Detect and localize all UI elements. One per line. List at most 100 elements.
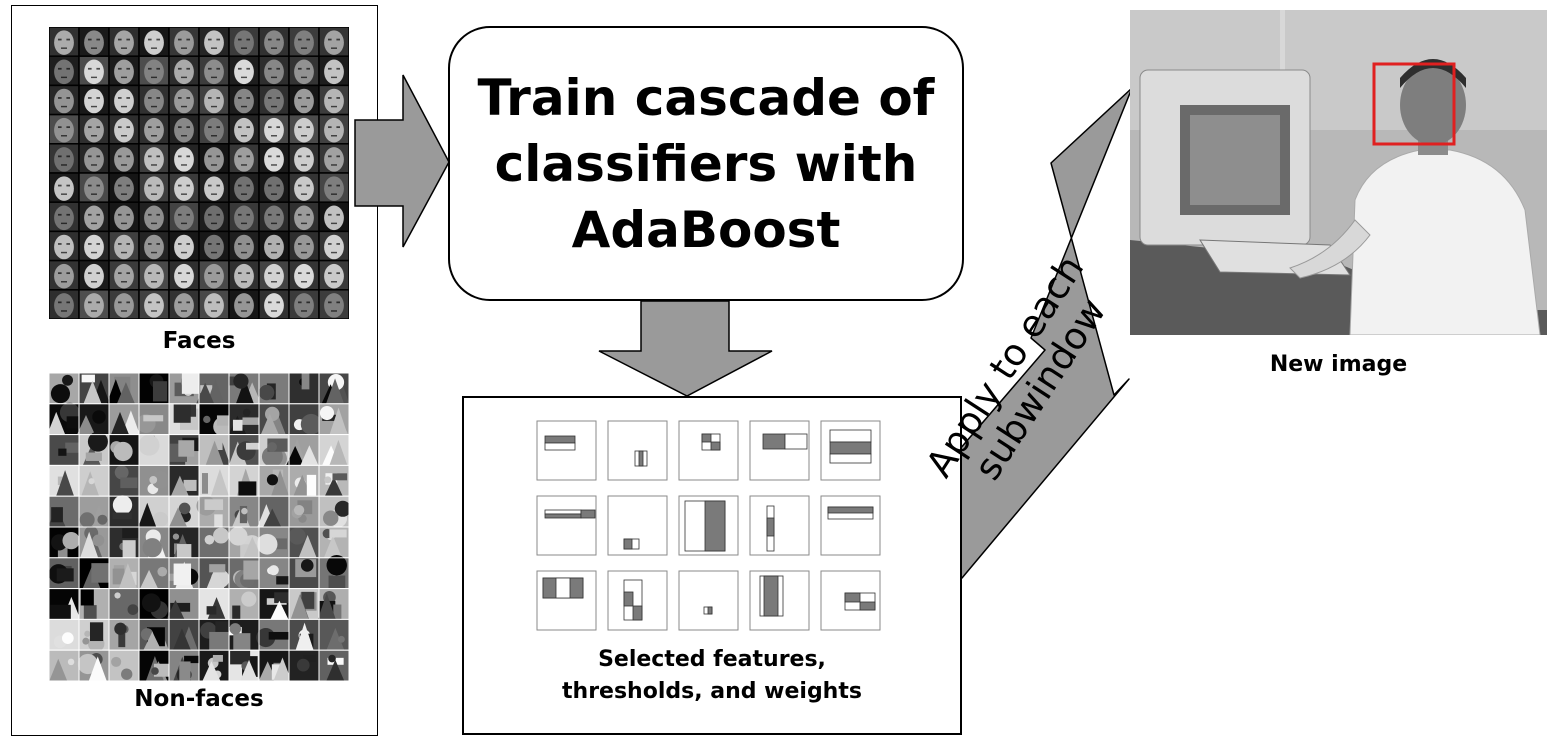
faces-image-grid: [49, 27, 349, 319]
nonface-tile: [138, 373, 170, 405]
face-tile: [108, 84, 140, 116]
new-image-photo: [1130, 10, 1547, 335]
nonface-tile: [288, 526, 320, 559]
nonface-tile: [78, 557, 110, 590]
nonface-tile: [228, 557, 264, 590]
face-tile: [288, 289, 320, 319]
nonface-tile: [228, 434, 267, 466]
face-tile: [138, 230, 170, 262]
features-caption-line-1: Selected features,: [598, 647, 826, 672]
face-tile: [49, 113, 80, 145]
face-tile: [108, 172, 140, 203]
nonface-tile: [228, 618, 260, 651]
nonface-tile: [318, 495, 349, 528]
haar-feature: [749, 420, 810, 481]
face-tile: [258, 230, 290, 262]
nonface-tile: [288, 373, 320, 405]
face-tile: [228, 84, 260, 116]
face-tile: [138, 113, 170, 145]
features-caption: Selected features, thresholds, and weigh…: [464, 644, 960, 708]
face-tile: [78, 113, 110, 145]
haar-feature: [820, 570, 881, 631]
nonface-tile: [108, 495, 140, 528]
face-detection-box: [1372, 62, 1456, 146]
nonface-tile: [198, 649, 230, 681]
haar-feature: [678, 420, 739, 481]
haar-feature: [678, 495, 739, 556]
nonface-tile: [78, 495, 110, 528]
nonface-tile: [288, 403, 322, 436]
nonface-tile: [168, 403, 201, 436]
haar-feature: [678, 570, 739, 631]
face-tile: [108, 230, 140, 262]
nonface-tile: [228, 403, 263, 436]
nonface-tile: [288, 618, 320, 651]
face-tile: [288, 172, 320, 203]
face-tile: [108, 27, 140, 57]
nonface-tile: [108, 618, 140, 651]
haar-features-grid: [536, 420, 881, 631]
nonface-tile: [288, 495, 320, 528]
face-tile: [318, 113, 349, 145]
nonface-tile: [288, 588, 320, 620]
train-line-1: Train cascade of: [477, 68, 935, 127]
new-image-caption: New image: [1269, 352, 1408, 377]
face-tile: [318, 84, 349, 116]
face-tile: [228, 27, 260, 57]
nonface-tile: [318, 555, 349, 593]
train-cascade-box: Train cascade of classifiers with AdaBoo…: [448, 26, 964, 301]
nonface-tile: [49, 373, 80, 405]
down-arrow: [598, 300, 773, 397]
face-tile: [228, 289, 260, 319]
face-tile: [138, 172, 170, 203]
face-tile: [138, 27, 170, 57]
face-tile: [49, 289, 80, 319]
face-tile: [108, 259, 140, 291]
face-tile: [168, 84, 200, 116]
face-tile: [198, 143, 230, 174]
haar-feature: [607, 495, 668, 556]
haar-feature: [749, 570, 810, 631]
nonface-tile: [258, 464, 290, 497]
nonface-tile: [318, 373, 349, 405]
nonface-tile: [196, 373, 230, 405]
nonface-tile: [198, 526, 230, 559]
nonface-tile: [49, 434, 85, 466]
face-tile: [168, 143, 200, 174]
face-tile: [288, 201, 320, 233]
face-tile: [168, 55, 200, 87]
nonface-tile: [198, 403, 233, 437]
nonface-tile: [168, 557, 200, 590]
training-data-panel: [11, 5, 378, 736]
train-line-2: classifiers with: [494, 134, 918, 193]
haar-feature: [607, 420, 668, 481]
nonface-tile: [168, 495, 200, 528]
haar-feature: [749, 495, 810, 556]
new-image-scene: [1130, 10, 1547, 335]
nonface-tile: [49, 464, 80, 497]
diagonal-arrow: [885, 87, 1133, 579]
face-tile: [49, 55, 80, 87]
face-tile: [288, 259, 320, 291]
nonfaces-mosaic: [49, 373, 349, 681]
nonface-tile: [108, 588, 140, 620]
right-arrow: [354, 74, 450, 248]
nonface-tile: [49, 495, 80, 528]
face-tile: [78, 201, 110, 233]
face-tile: [228, 259, 260, 291]
features-caption-line-2: thresholds, and weights: [562, 679, 862, 704]
nonface-tile: [108, 403, 140, 436]
nonface-tile: [49, 618, 80, 651]
face-tile: [288, 143, 320, 174]
nonface-tile: [228, 588, 260, 627]
nonface-tile: [228, 464, 260, 498]
face-tile: [198, 55, 230, 87]
face-tile: [168, 27, 200, 57]
haar-feature: [536, 495, 597, 556]
nonface-tile: [166, 588, 200, 620]
nonface-tile: [258, 434, 290, 469]
nonface-tile: [318, 526, 349, 559]
nonface-tile: [168, 464, 200, 497]
face-tile: [108, 55, 140, 87]
